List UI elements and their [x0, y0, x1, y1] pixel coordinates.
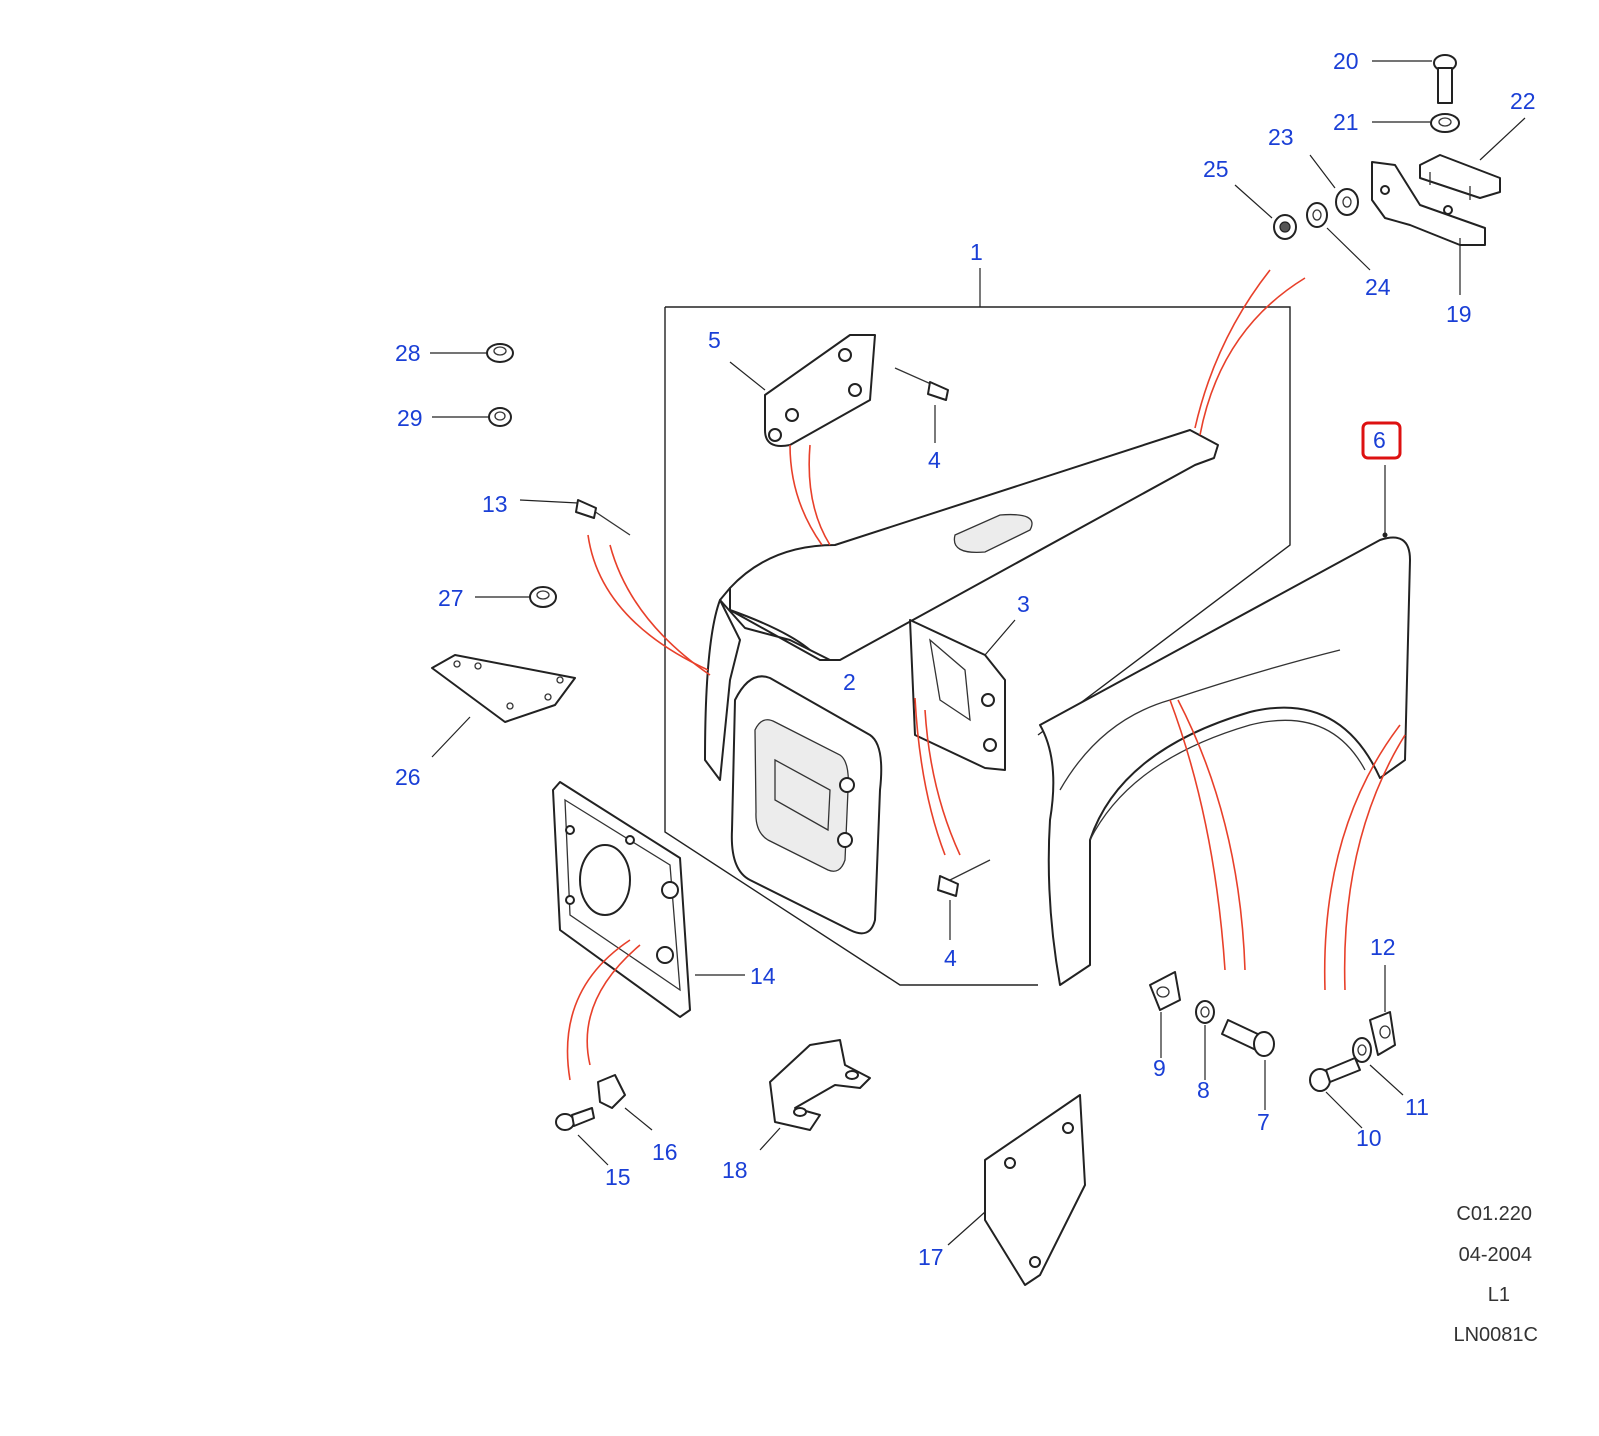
callout-9[interactable]: 9	[1153, 1055, 1166, 1081]
bolt-7[interactable]	[1221, 1019, 1275, 1110]
callout-4-upper[interactable]: 4	[928, 447, 941, 473]
wing-outer-panel[interactable]	[1039, 465, 1411, 986]
ref-code: C01.220	[1456, 1203, 1532, 1225]
plate-17[interactable]	[947, 1094, 1086, 1286]
mounting-plate-26[interactable]	[431, 654, 576, 758]
drawing-number: LN0081C	[1453, 1324, 1538, 1346]
nut-28[interactable]	[430, 343, 514, 363]
level-code: L1	[1488, 1284, 1510, 1306]
washer-8[interactable]	[1195, 1000, 1215, 1080]
callout-24[interactable]: 24	[1365, 274, 1391, 300]
date-code: 04-2004	[1459, 1244, 1532, 1266]
callout-17[interactable]: 17	[918, 1244, 944, 1270]
drawing-codes: C01.220 04-2004 L1 LN0081C	[1453, 1203, 1538, 1346]
hinge-plate[interactable]	[729, 334, 876, 447]
washer-24[interactable]	[1306, 202, 1371, 271]
pop-rivet[interactable]	[519, 499, 631, 536]
wing-bracket[interactable]	[909, 619, 1016, 771]
nut-29[interactable]	[432, 407, 512, 427]
callout-4-lower[interactable]: 4	[944, 945, 957, 971]
selected-callout-highlight	[1361, 421, 1402, 460]
rivet-lower[interactable]	[937, 859, 991, 940]
callout-1[interactable]: 1	[970, 239, 983, 265]
assembly-frame	[664, 268, 1291, 986]
lamp-mounting-plate[interactable]	[552, 781, 745, 1018]
rivet-upper[interactable]	[894, 367, 949, 443]
callout-15[interactable]: 15	[605, 1164, 631, 1190]
spire-clip-9[interactable]	[1149, 971, 1181, 1058]
lamp-housing-panel[interactable]	[730, 675, 883, 935]
callout-13[interactable]: 13	[482, 491, 508, 517]
callout-27[interactable]: 27	[438, 585, 464, 611]
bolt-10[interactable]	[1309, 1057, 1363, 1129]
clamp-plate-22[interactable]	[1419, 117, 1526, 200]
clip-nut-16[interactable]	[597, 1074, 653, 1131]
support-bracket-18[interactable]	[759, 1039, 871, 1151]
callout-2[interactable]: 2	[843, 669, 856, 695]
nut-25[interactable]	[1234, 184, 1297, 240]
callout-29[interactable]: 29	[397, 405, 423, 431]
callout-6[interactable]: 6	[1373, 427, 1386, 453]
nut-27[interactable]	[475, 586, 557, 608]
callout-7[interactable]: 7	[1257, 1109, 1270, 1135]
washer-11[interactable]	[1352, 1037, 1404, 1096]
callout-11[interactable]: 11	[1405, 1094, 1429, 1120]
wing-top-panel[interactable]	[704, 429, 1219, 781]
callout-22[interactable]: 22	[1510, 88, 1536, 114]
callout-14[interactable]: 14	[750, 963, 776, 989]
callout-10[interactable]: 10	[1356, 1125, 1382, 1151]
callout-3[interactable]: 3	[1017, 591, 1030, 617]
fastener-link-lines	[566, 269, 1406, 1081]
washer-21[interactable]	[1372, 113, 1460, 133]
callout-16[interactable]: 16	[652, 1139, 678, 1165]
washer-23[interactable]	[1309, 154, 1359, 216]
callout-26[interactable]: 26	[395, 764, 421, 790]
hinge-bracket-19[interactable]	[1371, 161, 1486, 295]
callout-5[interactable]: 5	[708, 327, 721, 353]
callout-25[interactable]: 25	[1203, 156, 1229, 182]
callout-18[interactable]: 18	[722, 1157, 748, 1183]
screw-15[interactable]	[555, 1107, 609, 1166]
callout-12[interactable]: 12	[1370, 934, 1396, 960]
callout-28[interactable]: 28	[395, 340, 421, 366]
callout-20[interactable]: 20	[1333, 48, 1359, 74]
callout-21[interactable]: 21	[1333, 109, 1359, 135]
bolt-20[interactable]	[1372, 54, 1457, 104]
spire-clip-12[interactable]	[1369, 965, 1396, 1056]
callout-8[interactable]: 8	[1197, 1077, 1210, 1103]
callout-labels: 1 2 3 4 4 5 6 7 8 9 10 11 12 13 14 15 16…	[395, 48, 1536, 1270]
callout-23[interactable]: 23	[1268, 124, 1294, 150]
callout-19[interactable]: 19	[1446, 301, 1472, 327]
